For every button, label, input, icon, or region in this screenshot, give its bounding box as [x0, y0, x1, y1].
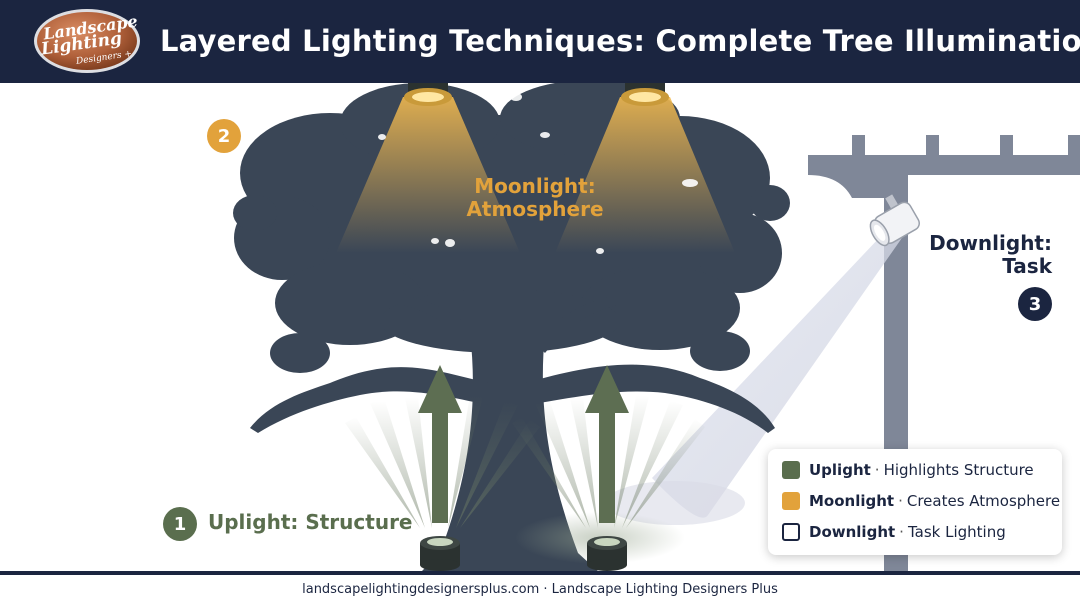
downlight-label-line1: Downlight: [929, 231, 1052, 255]
moonlight-label-line2: Atmosphere [466, 197, 604, 221]
uplight-arrow-left-icon [418, 365, 462, 523]
legend-item-uplight: Uplight · Highlights Structure [782, 459, 1034, 481]
uplight-number-badge: 1 [163, 507, 197, 541]
uplight-fixture-right [587, 536, 627, 571]
footer-bar: landscapelightingdesignersplus.com · Lan… [0, 573, 1080, 603]
legend-desc-downlight: Task Lighting [907, 523, 1006, 541]
downlight-beam [652, 235, 904, 518]
legend-desc-uplight: Highlights Structure [883, 461, 1034, 479]
uplight-fixture-left [420, 536, 460, 571]
footer-link[interactable]: landscapelightingdesignersplus.com · Lan… [302, 581, 778, 597]
legend-item-downlight: Downlight · Task Lighting [782, 521, 1006, 543]
downlight-label: Downlight: Task [912, 232, 1052, 278]
header-bar: Landscape Lighting Designers + Layered L… [0, 0, 1080, 83]
legend-separator: · [899, 523, 904, 541]
uplight-rays-left [345, 395, 540, 528]
moonlight-label: Moonlight: Atmosphere [465, 175, 605, 221]
legend-swatch-uplight [782, 461, 800, 479]
logo-oval-icon [34, 9, 140, 73]
legend-item-moonlight: Moonlight · Creates Atmosphere [782, 490, 1060, 512]
uplight-arrow-right-icon [585, 365, 629, 523]
page-title: Layered Lighting Techniques: Complete Tr… [160, 24, 1080, 58]
moonlight-fixture-right [555, 83, 735, 253]
uplight-label: Uplight: Structure [208, 510, 413, 534]
legend-name-uplight: Uplight [809, 461, 871, 479]
legend-separator: · [874, 461, 880, 479]
company-logo[interactable]: Landscape Lighting Designers + [33, 8, 141, 74]
downlight-number-badge: 3 [1018, 287, 1052, 321]
legend-separator: · [898, 492, 903, 510]
legend-panel: Uplight · Highlights Structure Moonlight… [768, 449, 1062, 555]
legend-name-moonlight: Moonlight [809, 492, 895, 510]
legend-desc-moonlight: Creates Atmosphere [906, 492, 1061, 510]
moonlight-fixture-left [336, 83, 520, 253]
uplight-rays-right [512, 395, 705, 528]
legend-swatch-moonlight [782, 492, 800, 510]
legend-name-downlight: Downlight [809, 523, 896, 541]
legend-swatch-downlight [782, 523, 800, 541]
moonlight-label-line1: Moonlight: [474, 174, 596, 198]
downlight-label-line2: Task [1002, 254, 1052, 278]
moonlight-number-badge: 2 [207, 119, 241, 153]
downlight-fixture [869, 194, 921, 247]
